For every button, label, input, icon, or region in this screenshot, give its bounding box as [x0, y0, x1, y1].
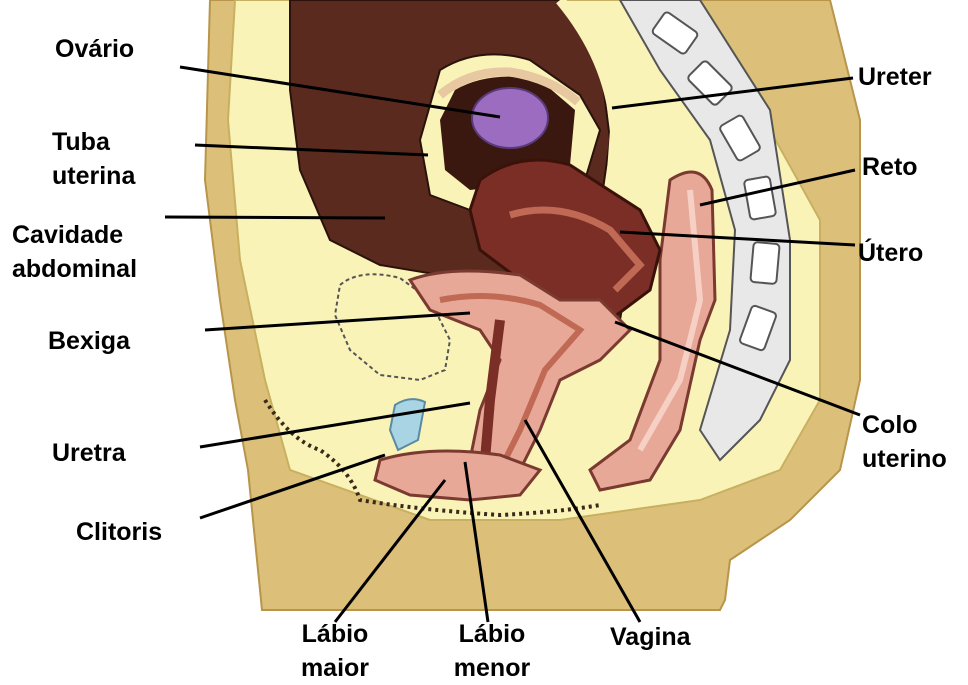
label-tuba-line2: uterina: [52, 159, 135, 193]
label-bexiga: Bexiga: [48, 324, 130, 358]
label-colo-line1: Colo: [862, 408, 947, 442]
label-ovario: Ovário: [55, 32, 134, 66]
label-cavidade-abdominal: Cavidade abdominal: [12, 218, 137, 286]
label-cavidade-line2: abdominal: [12, 252, 137, 286]
label-colo-uterino: Colo uterino: [862, 408, 947, 476]
label-labio-maior: Lábio maior: [285, 617, 385, 685]
label-uretra: Uretra: [52, 436, 126, 470]
label-vagina: Vagina: [610, 620, 691, 654]
leader-cavidade: [165, 217, 385, 218]
label-labio-maior-line2: maior: [285, 651, 385, 685]
label-labio-menor-line2: menor: [440, 651, 544, 685]
label-labio-menor: Lábio menor: [440, 617, 544, 685]
label-labio-maior-line1: Lábio: [285, 617, 385, 651]
label-tuba-line1: Tuba: [52, 125, 135, 159]
label-utero: Útero: [858, 236, 923, 270]
ovary: [472, 88, 548, 148]
label-ureter: Ureter: [858, 60, 932, 94]
label-clitoris: Clitoris: [76, 515, 162, 549]
label-cavidade-line1: Cavidade: [12, 218, 137, 252]
label-labio-menor-line1: Lábio: [440, 617, 544, 651]
label-reto: Reto: [862, 150, 918, 184]
label-colo-line2: uterino: [862, 442, 947, 476]
label-tuba-uterina: Tuba uterina: [52, 125, 135, 193]
